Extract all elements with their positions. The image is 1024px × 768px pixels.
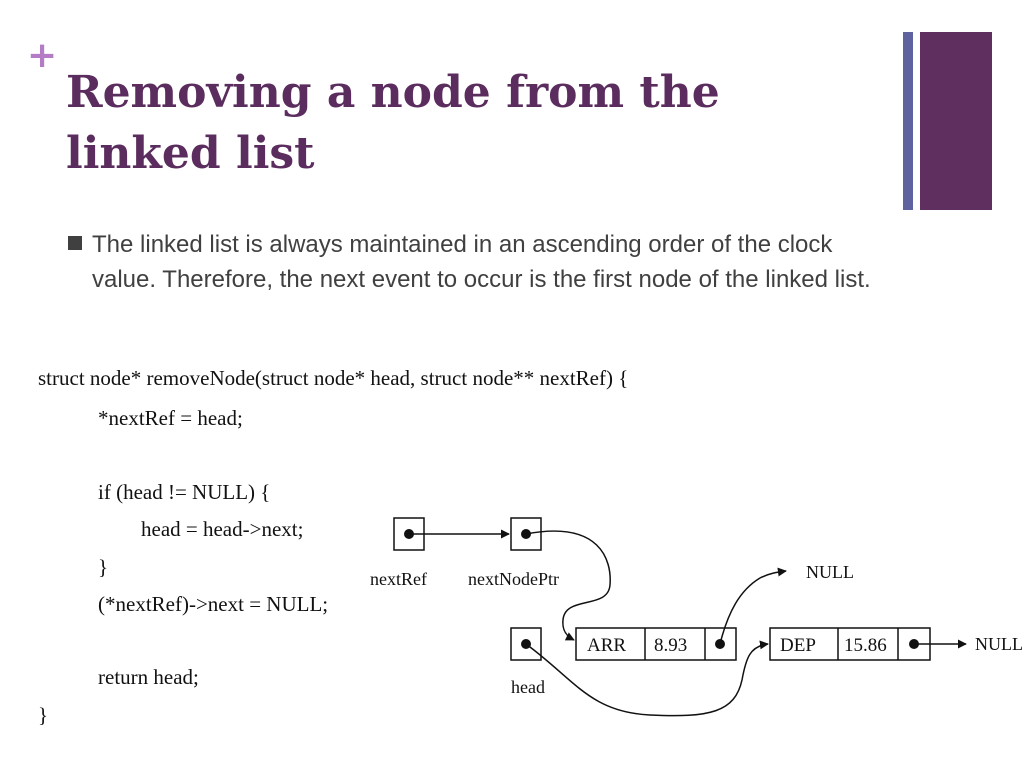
decorative-bar-thick: [920, 32, 992, 210]
node-value-label: 15.86: [844, 635, 887, 656]
list-node-dep: DEP 15.86: [769, 627, 931, 661]
node-type-label: ARR: [587, 635, 626, 656]
code-line: struct node* removeNode(struct node* hea…: [38, 366, 629, 390]
code-line: return head;: [98, 665, 199, 689]
code-line: *nextRef = head;: [98, 406, 243, 430]
label-null-top: NULL: [806, 562, 854, 582]
bullet-text: The linked list is always maintained in …: [92, 231, 871, 293]
code-line: }: [38, 703, 49, 727]
node-value-label: 8.93: [654, 635, 687, 656]
list-node-arr: ARR 8.93: [575, 627, 737, 661]
label-nextnodeptr: nextNodePtr: [468, 569, 559, 589]
slide-title: Removing a node from the linked list: [66, 67, 720, 179]
decorative-bar-thin: [903, 32, 913, 210]
label-null-right: NULL: [975, 634, 1023, 654]
label-head: head: [511, 677, 545, 697]
node-type-label: DEP: [780, 635, 816, 656]
label-nextref: nextRef: [370, 569, 427, 589]
bullet-square-icon: [68, 236, 82, 250]
code-line: if (head != NULL) {: [98, 480, 271, 504]
arrow-head-to-dep: [525, 640, 769, 717]
code-line: }: [98, 555, 109, 579]
code-line: head = head->next;: [141, 517, 304, 541]
arrow-arr-to-null: [719, 567, 787, 645]
plus-icon: +: [27, 35, 58, 76]
code-line: (*nextRef)->next = NULL;: [98, 592, 329, 616]
arrow-nextnodeptr-to-arr: [525, 530, 611, 641]
